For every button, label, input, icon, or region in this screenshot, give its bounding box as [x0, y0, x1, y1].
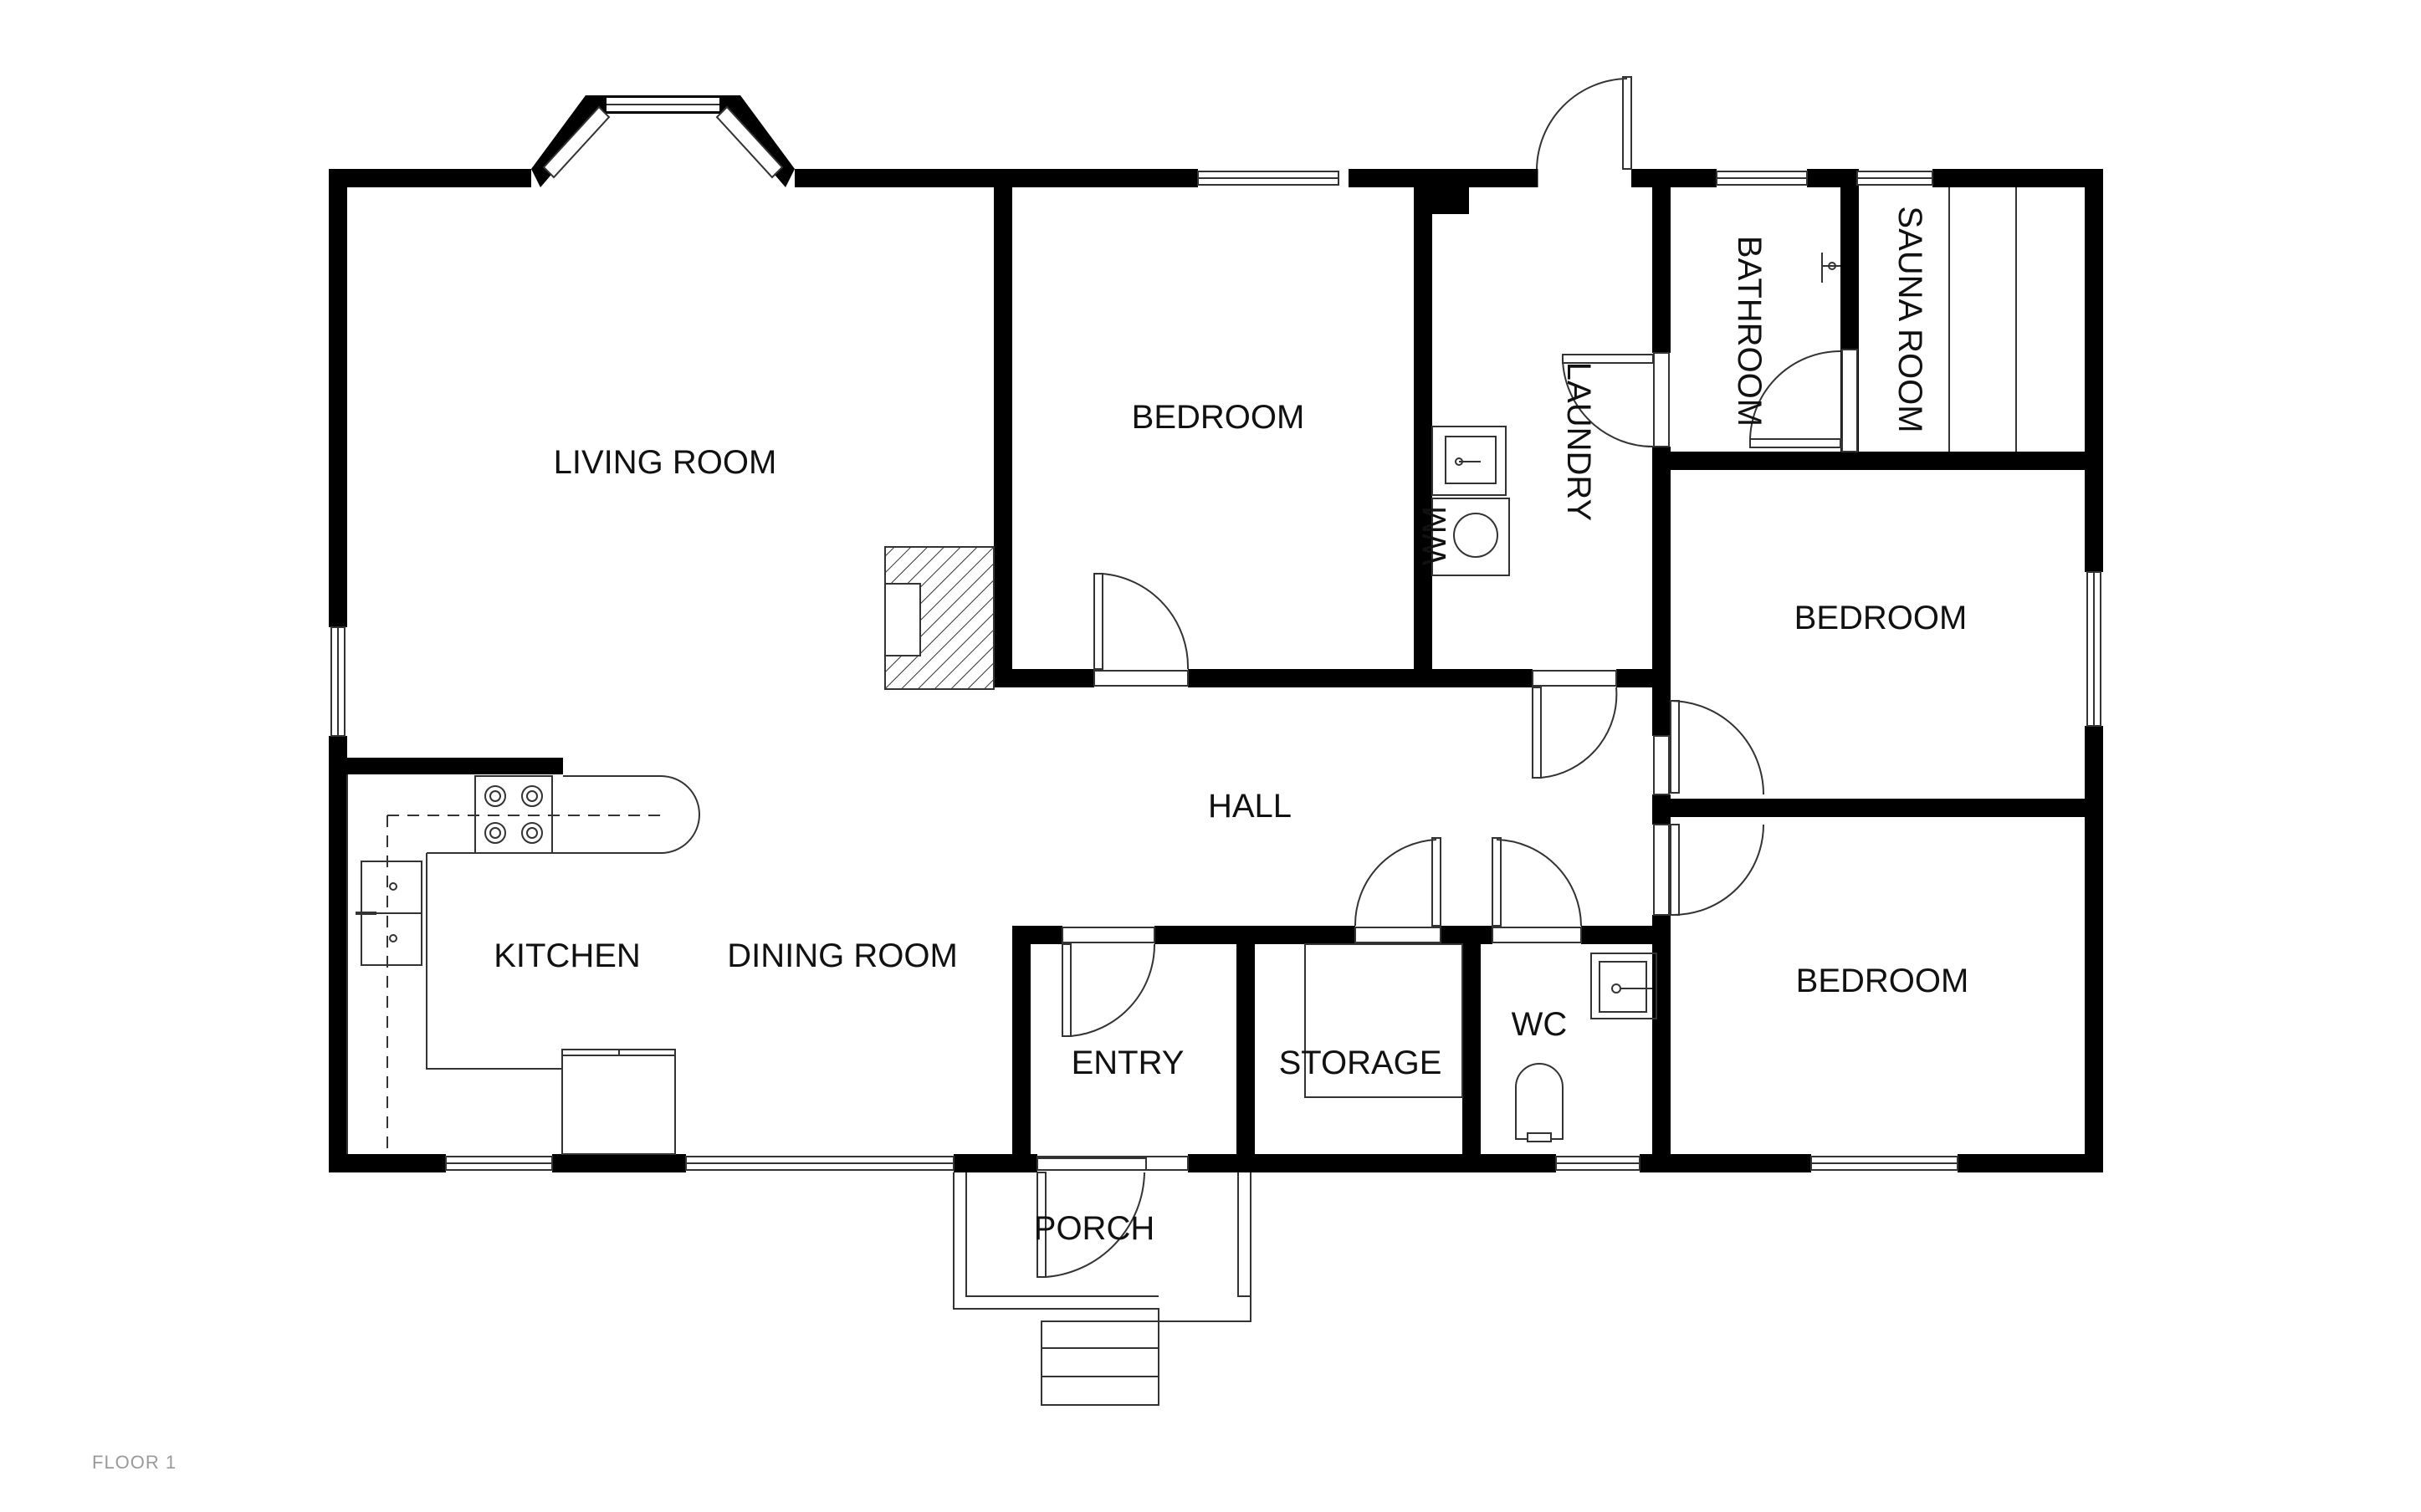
label-kitchen: KITCHEN	[494, 937, 641, 974]
label-bedroom-3: BEDROOM	[1796, 963, 1969, 999]
label-storage: STORAGE	[1279, 1045, 1442, 1081]
wc-fixtures	[1304, 943, 1657, 1142]
label-living-room: LIVING ROOM	[554, 444, 777, 481]
bay-window	[531, 95, 795, 187]
label-bedroom-1: BEDROOM	[1132, 399, 1305, 436]
windows	[330, 171, 2101, 1171]
label-sauna-room: SAUNA ROOM	[1891, 206, 1928, 432]
wc-sink-icon	[1590, 953, 1657, 1019]
laundry-door	[1532, 670, 1618, 779]
storage-shelf	[1304, 943, 1463, 1098]
bathroom-fixtures	[1821, 187, 2017, 452]
bathroom-laundry-door	[1562, 352, 1670, 447]
front-door	[1036, 1157, 1147, 1278]
fireplace	[884, 546, 995, 690]
room-labels: LIVING ROOM BEDROOM LAUNDRY BATHROOM SAU…	[494, 206, 1968, 1247]
stove-icon	[474, 775, 553, 854]
label-hall: HALL	[1208, 788, 1292, 825]
doors	[1036, 76, 1858, 1278]
interior-walls	[329, 169, 2103, 1172]
bedroom-door-3	[1653, 824, 1764, 916]
label-bathroom: BATHROOM	[1731, 236, 1768, 427]
bedroom-door-1	[1093, 573, 1190, 687]
storage-door	[1354, 837, 1441, 943]
bedroom-door-2	[1653, 700, 1764, 795]
laundry-fixtures: WM	[1416, 426, 1510, 576]
sauna-door	[1748, 349, 1858, 452]
label-bedroom-2: BEDROOM	[1794, 600, 1968, 636]
kitchen-fixtures	[346, 774, 700, 1155]
exterior-walls	[329, 169, 2103, 1172]
wc-door	[1492, 837, 1582, 943]
fridge-icon	[561, 1049, 676, 1155]
label-laundry: LAUNDRY	[1560, 362, 1597, 521]
label-porch: PORCH	[1034, 1210, 1154, 1247]
floor-label: FLOOR 1	[92, 1452, 177, 1473]
toilet-icon	[1515, 1063, 1564, 1140]
exterior-door-top	[1535, 76, 1632, 187]
entry-door	[1062, 927, 1156, 1037]
label-entry: ENTRY	[1072, 1045, 1185, 1081]
porch	[953, 1172, 1251, 1406]
washing-machine-icon	[1431, 498, 1510, 576]
label-wc: WC	[1512, 1006, 1568, 1043]
label-dining-room: DINING ROOM	[727, 937, 958, 974]
washing-machine-label: WM	[1416, 506, 1453, 565]
laundry-sink-icon	[1431, 426, 1507, 496]
sink-icon	[361, 861, 422, 914]
